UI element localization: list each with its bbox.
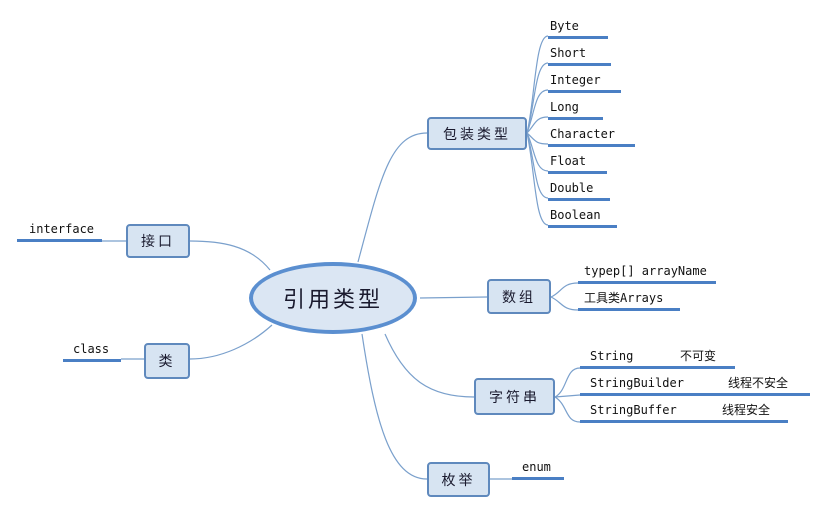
leaf-float[interactable]: Float bbox=[548, 150, 607, 174]
leaf-short[interactable]: Short bbox=[548, 42, 611, 66]
leaf-integer[interactable]: Integer bbox=[548, 69, 621, 93]
leaf-stringbuffer-note[interactable]: 线程安全 bbox=[710, 399, 788, 423]
leaf-enum[interactable]: enum bbox=[512, 456, 564, 480]
leaf-string-note[interactable]: 不可变 bbox=[668, 345, 735, 369]
leaf-array-declaration[interactable]: typep[] arrayName bbox=[578, 260, 716, 284]
leaf-boolean[interactable]: Boolean bbox=[548, 204, 617, 228]
root-node[interactable]: 引用类型 bbox=[249, 262, 417, 334]
node-enum[interactable]: 枚举 bbox=[427, 462, 490, 497]
node-class-label: 类 bbox=[158, 354, 176, 370]
leaf-stringbuffer[interactable]: StringBuffer bbox=[580, 399, 710, 423]
node-wrapper-types-label: 包装类型 bbox=[443, 126, 511, 143]
node-array-label: 数组 bbox=[502, 289, 536, 306]
leaf-character[interactable]: Character bbox=[548, 123, 635, 147]
leaf-arrays-utility[interactable]: 工具类Arrays bbox=[578, 287, 680, 311]
leaf-string[interactable]: String bbox=[580, 345, 668, 369]
node-wrapper-types[interactable]: 包装类型 bbox=[427, 117, 527, 150]
node-interface-label: 接口 bbox=[141, 234, 175, 250]
node-enum-label: 枚举 bbox=[441, 472, 476, 489]
node-class[interactable]: 类 bbox=[144, 343, 190, 379]
node-string[interactable]: 字符串 bbox=[474, 378, 555, 415]
leaf-byte[interactable]: Byte bbox=[548, 15, 608, 39]
node-string-label: 字符串 bbox=[489, 389, 540, 406]
leaf-long[interactable]: Long bbox=[548, 96, 603, 120]
leaf-stringbuilder-note[interactable]: 线程不安全 bbox=[720, 372, 810, 396]
root-label: 引用类型 bbox=[282, 288, 383, 313]
leaf-class[interactable]: class bbox=[63, 338, 121, 362]
node-array[interactable]: 数组 bbox=[487, 279, 551, 314]
leaf-interface[interactable]: interface bbox=[17, 218, 102, 242]
node-interface[interactable]: 接口 bbox=[126, 224, 190, 258]
leaf-double[interactable]: Double bbox=[548, 177, 610, 201]
leaf-stringbuilder[interactable]: StringBuilder bbox=[580, 372, 720, 396]
